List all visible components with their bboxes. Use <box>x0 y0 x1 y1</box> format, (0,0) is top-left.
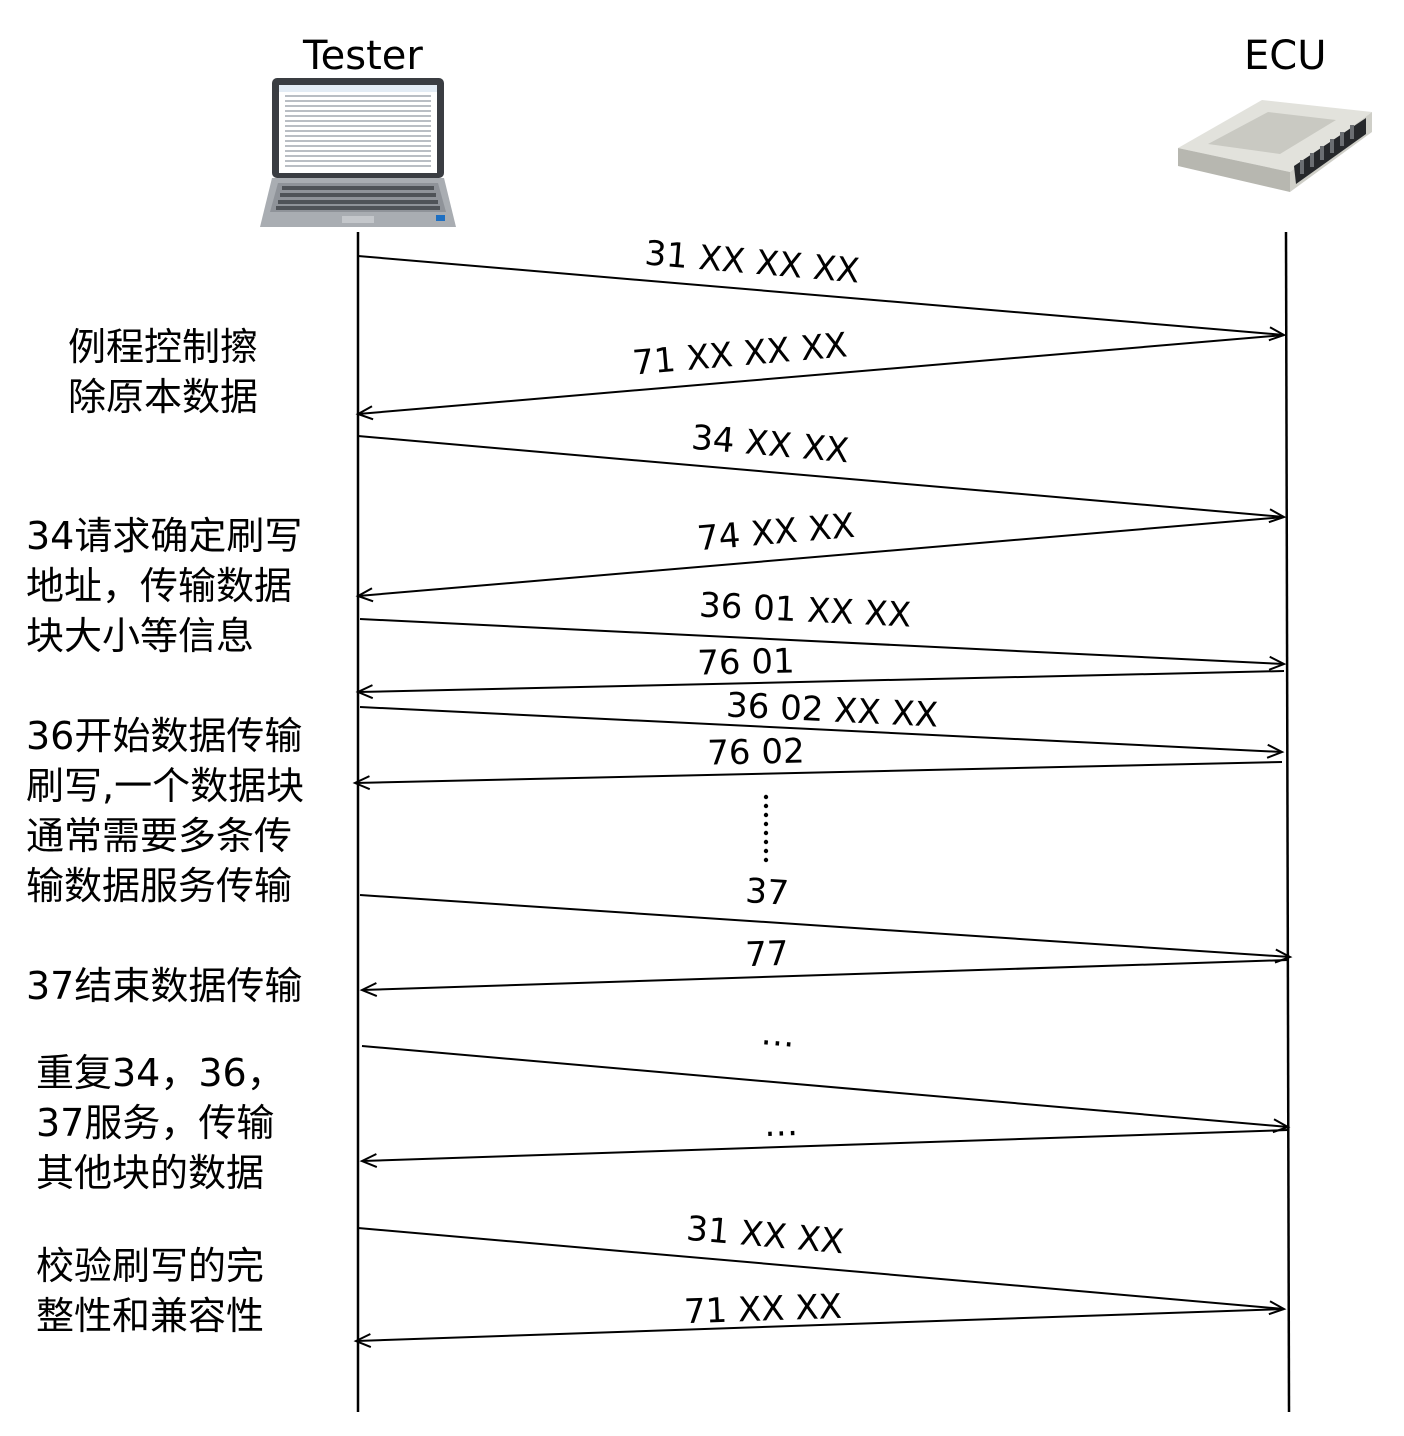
message-arrow-line <box>355 1308 1285 1342</box>
arrowhead-icon <box>1266 743 1285 759</box>
message-14: 71 XX XX <box>353 1287 1285 1348</box>
arrowhead-icon <box>359 982 378 997</box>
message-12: … <box>359 1104 1289 1168</box>
note-verify: 校验刷写的完 整性和兼容性 <box>36 1241 264 1341</box>
message-label: 74 XX XX <box>695 506 856 559</box>
note-line: 通常需要多条传 <box>26 814 293 858</box>
message-arrow-line <box>357 670 1285 693</box>
message-arrow-line <box>357 516 1285 597</box>
note-request-download: 34请求确定刷写 地址，传输数据 块大小等信息 <box>26 511 302 661</box>
message-arrow-line <box>361 1129 1289 1162</box>
message-arrow-line <box>357 334 1285 415</box>
message-label: 31 XX XX <box>685 1209 846 1263</box>
message-1: 31 XX XX XX <box>357 233 1287 342</box>
note-transfer-exit: 37结束数据传输 <box>26 961 302 1011</box>
message-arrow-line <box>359 618 1285 665</box>
note-erase: 例程控制擦 除原本数据 <box>68 322 258 422</box>
note-line: 例程控制擦 <box>68 325 259 369</box>
message-5: 36 01 XX XX <box>359 585 1287 671</box>
laptop-icon <box>260 78 456 227</box>
note-line: 36开始数据传输 <box>26 714 303 758</box>
message-label: 37 <box>744 871 790 914</box>
message-arrow-line <box>357 435 1285 518</box>
note-line: 重复34，36， <box>36 1051 285 1095</box>
message-7: 36 02 XX XX <box>359 685 1285 759</box>
note-line: 37服务，传输 <box>36 1101 275 1145</box>
note-repeat: 重复34，36， 37服务，传输 其他块的数据 <box>36 1048 285 1198</box>
note-line: 输数据服务传输 <box>26 864 293 908</box>
note-transfer-data: 36开始数据传输 刷写,一个数据块 通常需要多条传 输数据服务传输 <box>26 711 304 911</box>
arrowhead-icon <box>353 1333 372 1348</box>
message-label: 36 01 XX XX <box>698 585 912 635</box>
message-label: … <box>759 1013 796 1056</box>
message-arrow-line <box>354 761 1283 784</box>
note-line: 37结束数据传输 <box>26 964 303 1008</box>
note-line: 块大小等信息 <box>26 614 255 658</box>
message-arrow-line <box>357 1227 1285 1310</box>
message-arrow-line <box>359 894 1291 958</box>
note-line: 除原本数据 <box>68 375 259 419</box>
message-8: 76 02 <box>352 731 1283 791</box>
message-arrow-line <box>357 255 1285 336</box>
message-label: 77 <box>745 934 790 975</box>
message-6: 76 01 <box>355 641 1285 700</box>
message-9: 37 <box>359 871 1293 964</box>
message-arrow-line <box>359 706 1283 753</box>
message-label: … <box>763 1104 798 1145</box>
note-line: 校验刷写的完 <box>36 1244 265 1288</box>
ecu-module-icon <box>1178 100 1372 192</box>
ecu-lifeline <box>1284 231 1291 1413</box>
note-line: 地址，传输数据 <box>26 564 293 608</box>
arrowhead-icon <box>355 405 374 421</box>
ecu-label: ECU <box>1244 33 1327 79</box>
message-label: 71 XX XX <box>683 1287 842 1332</box>
message-arrow-line <box>361 1045 1289 1128</box>
message-label: 76 01 <box>697 641 795 683</box>
note-line: 34请求确定刷写 <box>26 514 303 558</box>
arrowhead-icon <box>359 1153 378 1168</box>
message-3: 34 XX XX <box>357 418 1287 524</box>
note-line: 整性和兼容性 <box>36 1294 265 1338</box>
arrowhead-icon <box>352 775 371 791</box>
message-label: 76 02 <box>707 731 805 773</box>
message-arrow-line <box>361 959 1289 991</box>
message-11: … <box>361 1013 1291 1134</box>
arrowhead-icon <box>355 587 374 603</box>
arrowhead-icon <box>1268 655 1287 671</box>
message-10: 77 <box>359 934 1289 997</box>
note-line: 刷写,一个数据块 <box>26 764 305 808</box>
message-4: 74 XX XX <box>355 506 1285 603</box>
tester-label: Tester <box>303 33 423 79</box>
message-label: 34 XX XX <box>690 418 851 472</box>
message-label: 36 02 XX XX <box>725 685 939 735</box>
vertical-dots-icon <box>763 794 769 863</box>
note-line: 其他块的数据 <box>36 1151 265 1195</box>
arrowhead-icon <box>355 684 374 700</box>
message-2: 71 XX XX XX <box>355 325 1285 421</box>
